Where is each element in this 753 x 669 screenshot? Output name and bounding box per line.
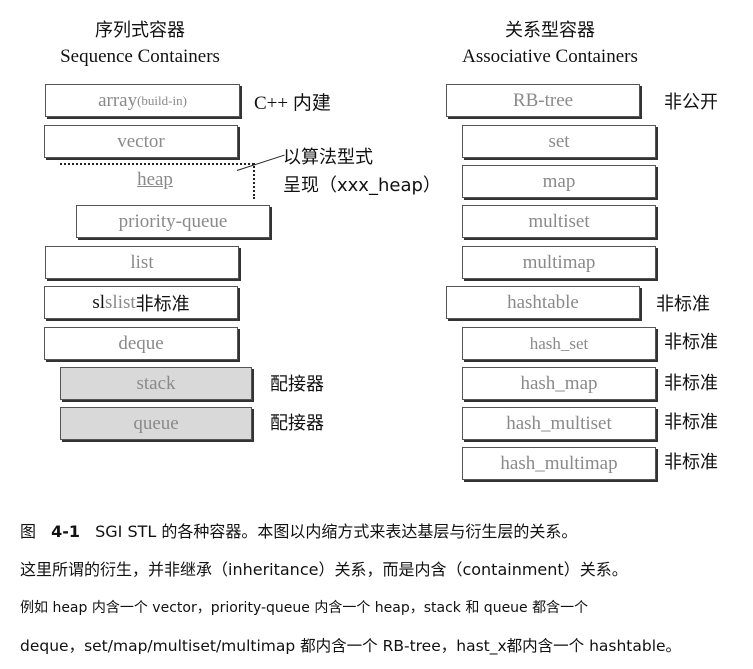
- hash-set-note-text: 非标准: [664, 332, 718, 353]
- deque-label: deque: [118, 332, 164, 354]
- caption-fig-number: 4-1: [51, 522, 81, 541]
- heap-note-line1: 以算法型式: [283, 147, 373, 168]
- stack-box: stack: [60, 367, 252, 400]
- hash-map-note-text: 非标准: [664, 373, 718, 394]
- sequence-header-zh: 序列式容器: [95, 20, 185, 41]
- queue-note: 配接器: [270, 409, 324, 435]
- rb-tree-note: 非公开: [664, 88, 718, 114]
- caption-text-2: 这里所谓的衍生，并非继承（inheritance）关系，而是内含（contain…: [20, 560, 628, 579]
- hash-multimap-note: 非标准: [664, 448, 718, 474]
- heap-dotted-top: [60, 163, 254, 165]
- hash-multimap-note-text: 非标准: [664, 452, 718, 473]
- array-note: C++ 内建: [254, 88, 331, 115]
- array-suffix: (build-in): [137, 92, 187, 108]
- hashtable-label: hashtable: [507, 291, 579, 313]
- multimap-box: multimap: [462, 246, 656, 279]
- rb-tree-box: RB-tree: [446, 84, 640, 117]
- hashtable-box: hashtable: [446, 286, 640, 319]
- associative-header: 关系型容器 Associative Containers: [440, 18, 660, 70]
- slist-label: slist: [105, 291, 136, 313]
- multiset-label: multiset: [528, 210, 590, 232]
- associative-header-zh: 关系型容器: [505, 20, 595, 41]
- hash-multiset-note: 非标准: [664, 408, 718, 434]
- hash-set-note: 非标准: [664, 328, 718, 354]
- hash-multiset-label: hash_multiset: [506, 412, 612, 434]
- sequence-header-en: Sequence Containers: [60, 46, 220, 67]
- list-label: list: [130, 251, 154, 273]
- heap-note: 以算法型式 呈现（xxx_heap）: [283, 144, 441, 200]
- hash-set-box: hash_set: [462, 327, 656, 360]
- associative-header-en: Associative Containers: [462, 46, 638, 67]
- stack-note-text: 配接器: [270, 374, 324, 395]
- hash-map-box: hash_map: [462, 367, 656, 400]
- set-box: set: [462, 125, 656, 158]
- array-box: array(build-in): [45, 84, 240, 117]
- stack-label: stack: [136, 372, 176, 394]
- multiset-box: multiset: [462, 205, 656, 238]
- map-box: map: [462, 165, 656, 198]
- hash-multimap-box: hash_multimap: [462, 447, 656, 480]
- priority-queue-box: priority-queue: [76, 205, 270, 238]
- caption-fig-prefix: 图: [20, 522, 37, 541]
- array-label: array: [98, 89, 138, 111]
- queue-label: queue: [133, 412, 179, 434]
- hash-map-note: 非标准: [664, 369, 718, 395]
- rb-tree-note-text: 非公开: [664, 92, 718, 113]
- hash-multiset-note-text: 非标准: [664, 412, 718, 433]
- caption-text-1: SGI STL 的各种容器。本图以内缩方式来表达基层与衍生层的关系。: [95, 522, 578, 541]
- heap-dotted-right: [253, 163, 255, 199]
- deque-box: deque: [44, 327, 238, 360]
- set-label: set: [548, 130, 570, 152]
- rb-tree-label: RB-tree: [512, 89, 574, 111]
- priority-queue-label: priority-queue: [118, 210, 228, 232]
- list-box: list: [45, 246, 239, 279]
- hash-multimap-label: hash_multimap: [500, 452, 618, 474]
- caption-text-4: deque，set/map/multiset/multimap 都内含一个 RB…: [20, 637, 682, 655]
- caption-text-3: 例如 heap 内含一个 vector，priority-queue 内含一个 …: [20, 600, 589, 616]
- hash-set-label: hash_set: [529, 333, 589, 353]
- vector-label: vector: [117, 130, 165, 152]
- array-note-text: C++ 内建: [254, 93, 331, 114]
- caption-line-3: 例如 heap 内含一个 vector，priority-queue 内含一个 …: [20, 597, 588, 617]
- queue-box: queue: [60, 407, 252, 440]
- hash-multiset-box: hash_multiset: [462, 407, 656, 440]
- caption-line-1: 图 4-1 SGI STL 的各种容器。本图以内缩方式来表达基层与衍生层的关系。: [20, 518, 577, 542]
- hashtable-note-text: 非标准: [656, 294, 710, 315]
- caption-line-2: 这里所谓的衍生，并非继承（inheritance）关系，而是内含（contain…: [20, 556, 628, 580]
- sequence-header: 序列式容器 Sequence Containers: [40, 18, 240, 70]
- vector-box: vector: [44, 125, 238, 158]
- slist-note: 非标准: [135, 293, 190, 315]
- hash-map-label: hash_map: [520, 372, 598, 394]
- caption-line-4: deque，set/map/multiset/multimap 都内含一个 RB…: [20, 634, 681, 656]
- heap-label: heap: [137, 169, 173, 190]
- map-label: map: [542, 170, 576, 192]
- heap-note-line2: 呈现（xxx_heap）: [283, 175, 441, 196]
- slist-prefix: sl: [92, 291, 106, 313]
- multimap-label: multimap: [522, 251, 596, 273]
- queue-note-text: 配接器: [270, 413, 324, 434]
- stack-note: 配接器: [270, 370, 324, 396]
- hashtable-note: 非标准: [656, 290, 710, 316]
